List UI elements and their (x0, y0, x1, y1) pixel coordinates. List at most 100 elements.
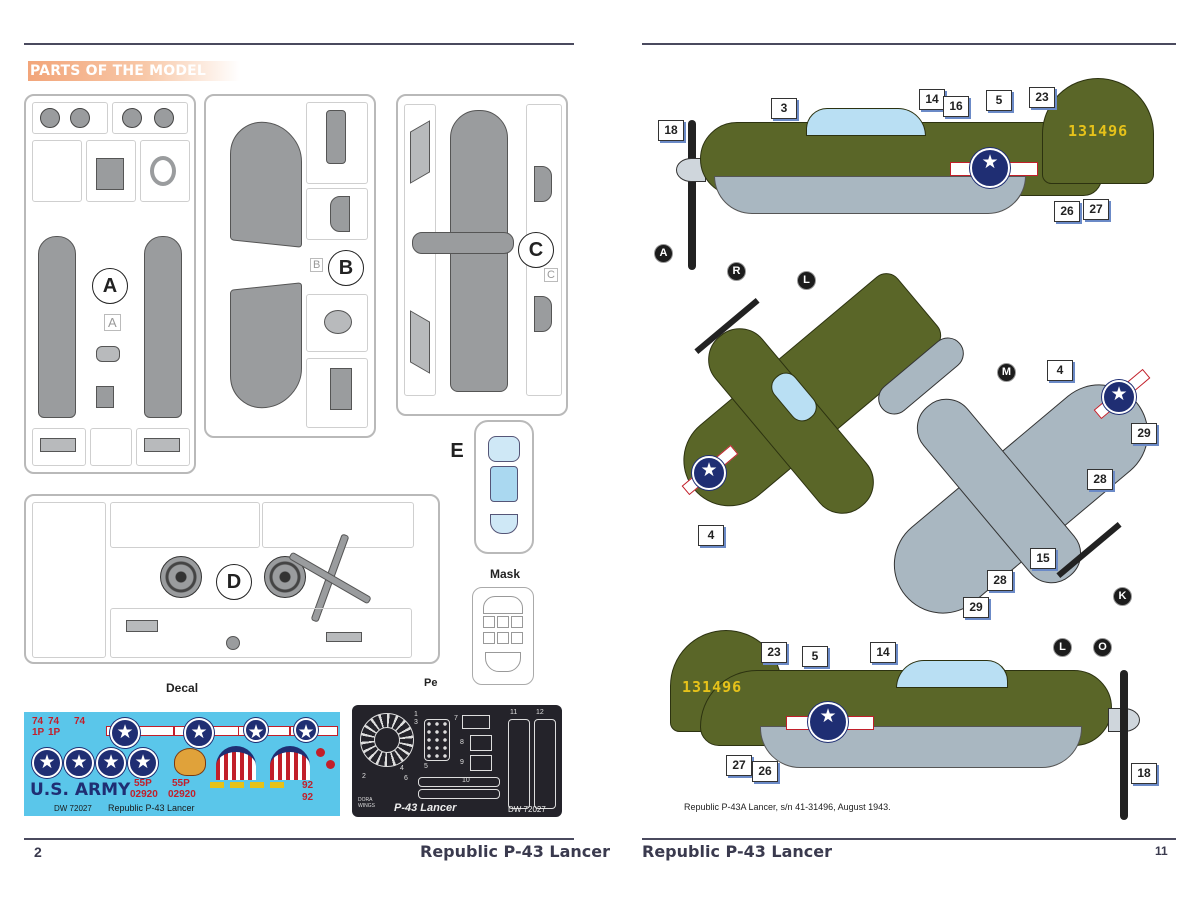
insignia-roundel (1102, 380, 1136, 414)
lower-wing-part (230, 282, 302, 412)
sprue-b-cell (306, 102, 368, 184)
engine-part (160, 556, 202, 598)
sprue-letter-b: B (328, 250, 364, 286)
pe-number-12: 12 (536, 709, 544, 716)
cowl-ring-part (150, 156, 176, 186)
callout-27: 27 (726, 755, 752, 776)
callout-18: 18 (658, 120, 684, 141)
pe-engine-ring-inner (374, 727, 400, 753)
insignia-roundel (184, 718, 214, 748)
sprue-d-cell (32, 502, 106, 658)
callout-29: 29 (963, 597, 989, 618)
insignia-roundel (808, 702, 848, 742)
sprue-letter-a: A (92, 268, 128, 304)
callout-28: 28 (987, 570, 1013, 591)
sprue-d-small-part (326, 632, 362, 642)
callout-14: 14 (870, 642, 896, 663)
pe-engine-ring (360, 713, 414, 767)
pe-number-2: 2 (362, 773, 366, 780)
mask-part (483, 596, 523, 614)
sprue-c: C C (396, 94, 568, 416)
canopy (896, 660, 1008, 688)
pe-flap (508, 719, 530, 809)
callout-26: 26 (752, 761, 778, 782)
callout-16: 16 (943, 96, 969, 117)
section-title: PARTS OF THE MODEL (28, 61, 240, 81)
sprue-letter-e: E (450, 440, 464, 462)
decal-code-74: 74 (48, 716, 60, 727)
canopy-part (488, 436, 520, 462)
callout-ball-l: L (797, 271, 816, 290)
pe-number-11: 11 (510, 709, 518, 716)
mask-part (511, 616, 523, 628)
sprue-c-side-part (534, 166, 552, 202)
callout-ball-o: O (1093, 638, 1112, 657)
yellow-stripe-decal (210, 782, 290, 788)
insignia-bar (106, 726, 174, 736)
striped-rudder-decal (270, 746, 310, 780)
sprue-d-small-part (226, 636, 240, 650)
callout-ball-a: A (654, 244, 673, 263)
sprue-a-parts-cell (86, 140, 136, 202)
mask-part (497, 616, 509, 628)
wheel-part (70, 108, 90, 128)
propeller-blade (688, 120, 696, 270)
insignia-roundel (970, 148, 1010, 188)
callout-4: 4 (698, 525, 724, 546)
mask-part (511, 632, 523, 644)
pe-number-5: 5 (424, 763, 428, 770)
right-footer-rule (642, 838, 1176, 840)
sprue-b-small-part (326, 110, 346, 164)
side-profile-top: 131496 (640, 70, 1160, 270)
upper-wing-part (230, 118, 302, 248)
red-dot-decal (316, 748, 325, 757)
wheel-part (122, 108, 142, 128)
pe-number-1: 1 (414, 711, 418, 718)
footer-title-right: Republic P-43 Lancer (642, 842, 833, 861)
canopy-part (490, 514, 518, 534)
insignia-roundel (294, 718, 318, 746)
sprue-a-small-part (96, 346, 120, 362)
decal-number-92: 92 (302, 792, 314, 803)
wheel-part (154, 108, 174, 128)
tail-serial-bottom: 131496 (682, 678, 743, 696)
sprue-a-bottom-part (40, 438, 76, 452)
sprue-c-side-part (534, 296, 552, 332)
mask-sheet (472, 587, 534, 685)
decal-title: Republic P-43 Lancer (108, 803, 195, 813)
sprue-a-small-part (96, 386, 114, 408)
callout-26: 26 (1054, 201, 1080, 222)
tail-fin (1042, 78, 1154, 184)
left-footer-rule (24, 838, 574, 840)
sprue-letter-c: C (518, 232, 554, 268)
sprue-a-tag: A (104, 314, 121, 331)
insignia-roundel (692, 456, 726, 490)
pe-caption: Pe (424, 677, 438, 689)
propeller-blade (1120, 670, 1128, 820)
page-number-left: 2 (34, 844, 42, 860)
pe-frame (470, 735, 492, 751)
callout-ball-k: K (1113, 587, 1132, 606)
fuselage-underside (714, 176, 1026, 214)
sprue-e (474, 420, 534, 554)
sprue-a-parts-cell (32, 140, 82, 202)
pe-catalog: DW 72027 (508, 805, 546, 814)
sprue-b-small-part (330, 196, 350, 232)
pe-number-7: 7 (454, 715, 458, 722)
callout-5: 5 (986, 90, 1012, 111)
pe-belt-part (418, 789, 500, 799)
seat-part (96, 158, 124, 190)
pe-brand: DORA WINGS (358, 797, 375, 809)
sprue-letter-d: D (216, 564, 252, 600)
sprue-a-bottom-cell (136, 428, 190, 466)
callout-29: 29 (1131, 423, 1157, 444)
page-number-right: 11 (1155, 844, 1168, 858)
red-dot-decal (326, 760, 335, 769)
callout-15: 15 (1030, 548, 1056, 569)
callout-ball-m: M (997, 363, 1016, 382)
decal-catalog: DW 72027 (54, 804, 92, 813)
decal-code-74: 74 (74, 716, 86, 727)
fuselage-half-right (144, 236, 182, 418)
pe-number-8: 8 (460, 739, 464, 746)
sprue-b-tag: B (310, 258, 324, 272)
